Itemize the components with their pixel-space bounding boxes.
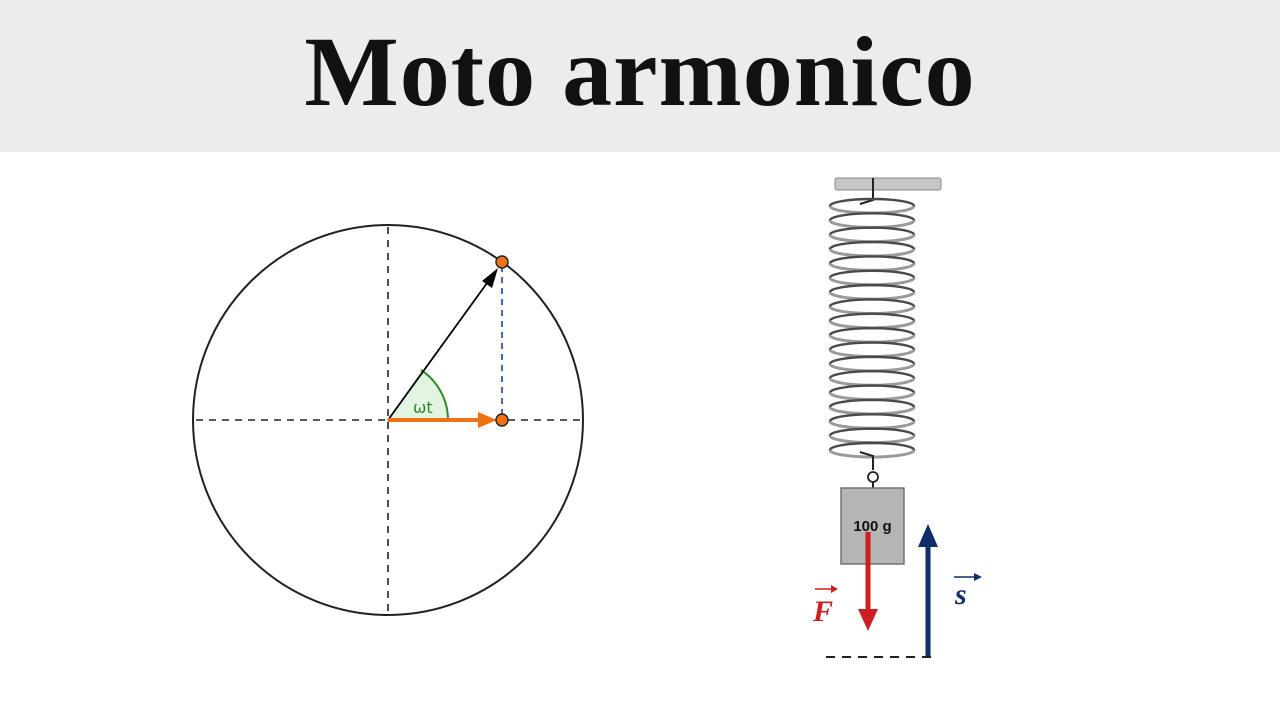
unit-circle	[192, 224, 584, 616]
projected-point	[495, 413, 509, 427]
spring-coil-back	[828, 355, 916, 365]
displacement-label: s	[954, 578, 967, 611]
spring-coil-front	[828, 234, 916, 244]
spring-coil-front	[828, 248, 916, 258]
spring-coil-front	[828, 349, 916, 359]
spring-diagram: 100 g F s	[812, 177, 982, 658]
spring-coil-back	[828, 398, 916, 408]
radius-arrowhead	[482, 268, 498, 288]
page-title: Moto armonico	[304, 16, 976, 127]
projection-arrowhead	[478, 412, 497, 428]
mass-label: 100 g	[853, 518, 891, 535]
spring-coil-back	[828, 240, 916, 250]
spring-coil-back	[828, 283, 916, 293]
rotating-point	[495, 255, 509, 269]
spring-coil-back	[828, 384, 916, 393]
spring-coil-front	[828, 435, 916, 445]
angle-fill	[388, 370, 448, 420]
spring-coil-back	[828, 341, 916, 350]
circle-diagram: ωt	[192, 224, 584, 616]
mass-block	[840, 487, 905, 565]
spring-coil-back	[828, 212, 916, 221]
spring-coil-front	[828, 320, 916, 330]
spring-coil-back	[828, 255, 916, 264]
spring-coil-front	[828, 262, 916, 272]
ceiling-support	[834, 177, 942, 191]
spring-coil-front	[828, 205, 916, 215]
mass-hook	[867, 471, 879, 483]
spring-coil-back	[828, 413, 916, 422]
spring-coil-front	[828, 363, 916, 373]
spring-coil-front	[828, 334, 916, 344]
spring-coils	[828, 197, 916, 459]
spring-coil-front	[828, 406, 916, 416]
spring-coil-back	[828, 197, 916, 207]
angle-label: ωt	[413, 398, 433, 417]
spring-coil-front	[828, 392, 916, 402]
displacement-arrowhead	[918, 524, 938, 547]
spring-coil-back	[828, 326, 916, 336]
spring-top-wire	[859, 190, 874, 205]
spring-coil-front	[828, 277, 916, 287]
spring-coil-front	[828, 291, 916, 301]
title-bar: Moto armonico	[0, 0, 1280, 152]
spring-coil-back	[828, 298, 916, 307]
force-label: F	[812, 595, 833, 628]
spring-coil-front	[828, 219, 916, 229]
spring-coil-back	[828, 269, 916, 279]
spring-coil-front	[828, 420, 916, 430]
spring-coil-front	[828, 305, 916, 315]
spring-coil-back	[828, 312, 916, 322]
spring-coil-back	[828, 441, 916, 451]
spring-coil-back	[828, 226, 916, 236]
spring-coil-back	[828, 427, 916, 437]
angle-arc	[420, 369, 449, 421]
spring-bottom-wire	[859, 451, 874, 470]
spring-coil-back	[828, 370, 916, 379]
force-arrowhead	[858, 609, 878, 631]
radius-vector	[387, 271, 496, 421]
spring-coil-front	[828, 377, 916, 387]
